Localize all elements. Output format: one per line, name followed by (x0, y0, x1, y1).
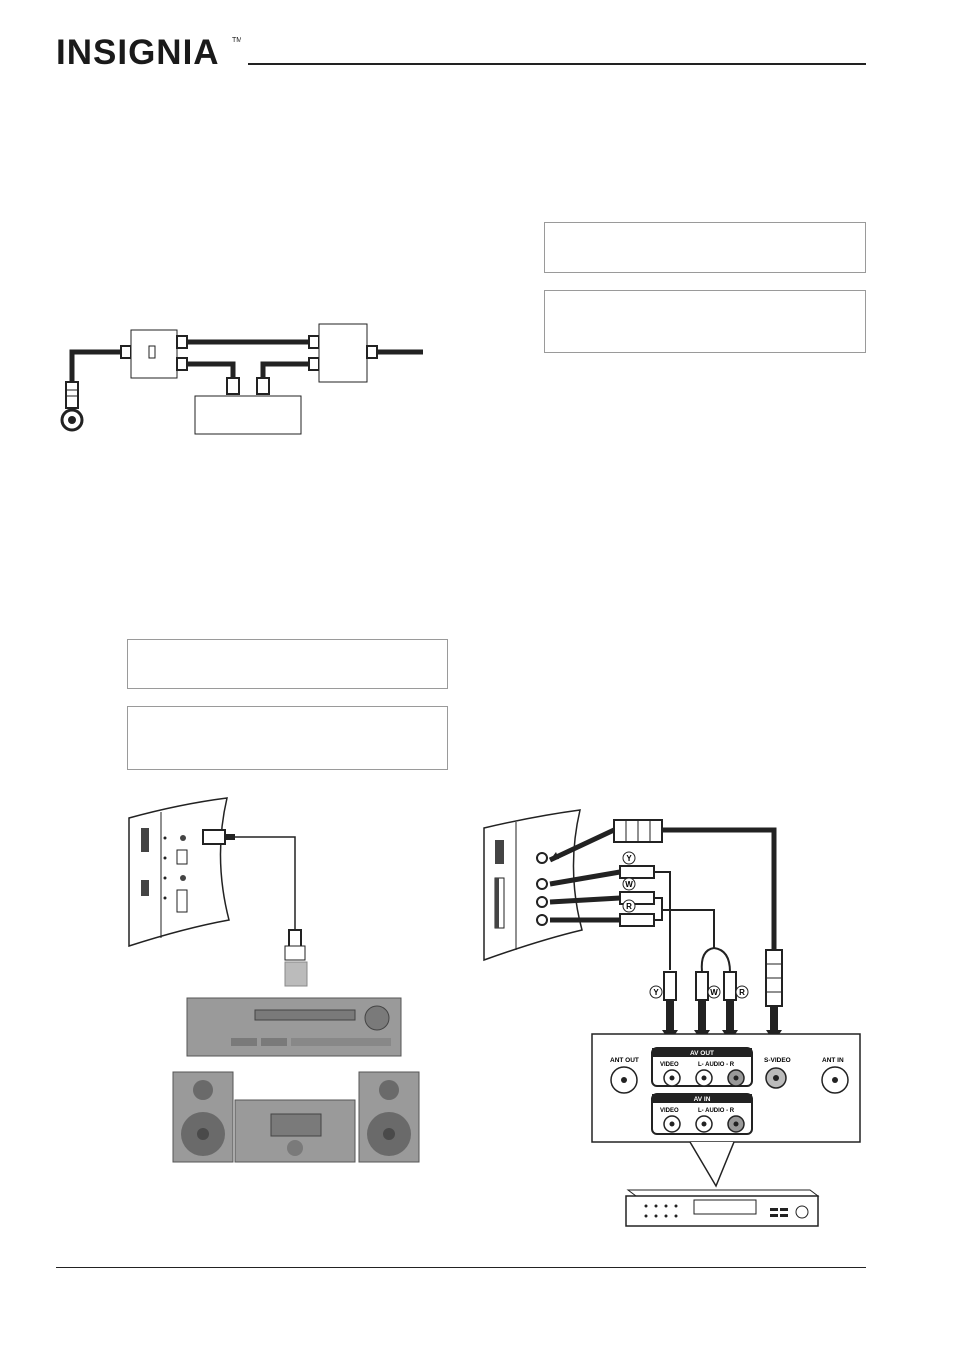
note-box-1 (544, 222, 866, 273)
plug-label-r-bottom: R (739, 988, 745, 997)
plug-label-y-bottom: Y (653, 988, 659, 997)
audio-receiver-unit (186, 997, 402, 1057)
av-in-video-label: VIDEO (660, 1108, 679, 1114)
rca-plugs-bottom-icon (663, 971, 737, 1001)
note-box-2 (544, 290, 866, 353)
vcr-connection-diagram: Y W R Y W R ANT OUT AV OUT VIDEO L- AUDI… (483, 809, 861, 1227)
combiner-box (318, 323, 368, 383)
cable-splitter-diagram (60, 323, 423, 435)
switch-icon (148, 345, 156, 359)
plug-label-w-top: W (625, 880, 633, 889)
av-in-title: AV IN (694, 1096, 711, 1103)
optical-plug-bottom-icon (284, 929, 306, 961)
av-out-video-label: VIDEO (660, 1062, 679, 1068)
optical-plug-icon (202, 829, 235, 845)
plug-label-r-top: R (626, 902, 632, 911)
brand-name: INSIGNIA (56, 33, 220, 72)
av-out-audio-label: L- AUDIO - R (698, 1062, 735, 1068)
ant-in-label: ANT IN (822, 1057, 844, 1064)
plug-label-y-top: Y (626, 854, 632, 863)
svideo-plug-top-icon (613, 819, 663, 843)
audio-receiver-diagram (128, 797, 420, 1163)
av-in-audio-label: L- AUDIO - R (698, 1108, 735, 1114)
svideo-label: S-VIDEO (764, 1057, 791, 1064)
tv-side-panel (128, 797, 230, 948)
antenna-connector-icon (60, 381, 84, 432)
insignia-logo: INSIGNIA TM (56, 33, 241, 72)
rca-plugs-top-icon (619, 865, 655, 927)
note-box-3 (127, 639, 448, 689)
receiver-input-jack (284, 961, 308, 987)
vcr-unit-icon (625, 1189, 820, 1227)
footer-rule (56, 1267, 866, 1268)
note-box-4 (127, 706, 448, 770)
svideo-plug-bottom-icon (765, 949, 783, 1007)
header-rule (248, 63, 866, 65)
cable-box (194, 395, 302, 435)
av-out-title: AV OUT (690, 1050, 714, 1057)
tv-side-panel (483, 809, 583, 962)
ant-out-label: ANT OUT (610, 1057, 639, 1064)
trademark-mark: TM (232, 37, 241, 44)
plug-label-w-bottom: W (710, 988, 718, 997)
